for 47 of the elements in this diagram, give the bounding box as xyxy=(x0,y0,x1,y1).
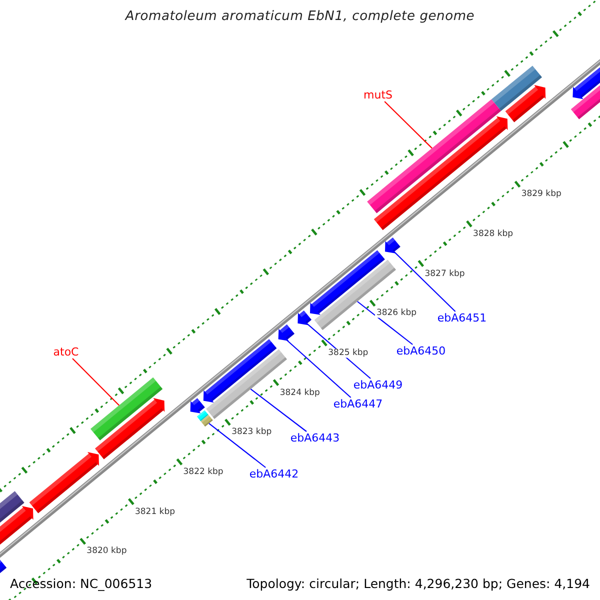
map-title: Aromatoleum aromaticum EbN1, complete genome xyxy=(124,9,476,24)
gene-label: atoC xyxy=(53,346,79,358)
position-label: 3829 kbp xyxy=(520,190,562,199)
gene-feature xyxy=(200,414,213,427)
gene-feature xyxy=(90,377,163,440)
gene-feature xyxy=(0,560,7,576)
gene-label: ebA6449 xyxy=(353,380,403,390)
gene-feature xyxy=(492,66,542,111)
gene-feature xyxy=(203,339,277,403)
gene-feature xyxy=(505,85,546,122)
position-label: 3820 kbp xyxy=(86,547,128,556)
gene-feature xyxy=(196,410,208,422)
gene-feature xyxy=(374,116,508,230)
gene-feature xyxy=(278,324,294,341)
gene-label: ebA6450 xyxy=(396,346,446,356)
leader-line xyxy=(357,301,413,345)
position-label: 3827 kbp xyxy=(424,269,466,278)
gene-label: ebA6442 xyxy=(249,468,299,480)
gene-label: mutS xyxy=(364,90,392,100)
position-label: 3826 kbp xyxy=(375,309,418,318)
leader-line xyxy=(72,358,120,406)
leader-line xyxy=(208,422,266,468)
gene-feature xyxy=(0,506,34,545)
gene-label: ebA6443 xyxy=(290,432,340,444)
gene-feature xyxy=(367,99,502,214)
leader-line xyxy=(394,251,456,312)
leader-line xyxy=(384,101,432,149)
position-label: 3821 kbp xyxy=(134,508,176,516)
position-label: 3824 kbp xyxy=(278,388,321,397)
gene-feature xyxy=(298,310,312,326)
position-label: 3825 kbp xyxy=(327,348,370,358)
gene-feature xyxy=(572,67,600,100)
gene-feature xyxy=(95,398,165,460)
gene-feature xyxy=(314,260,396,330)
genome-summary-text: Topology: circular; Length: 4,296,230 bp; Genes: 4,194 xyxy=(246,578,590,590)
position-label: 3828 kbp xyxy=(472,230,514,238)
leader-line xyxy=(250,388,307,432)
gene-label: ebA6447 xyxy=(333,398,383,410)
position-label: 3822 kbp xyxy=(182,468,224,476)
gene-feature xyxy=(385,238,400,254)
accession-text: Accession: NC_006513 xyxy=(10,578,152,590)
gene-feature xyxy=(29,452,99,514)
gene-label: ebA6451 xyxy=(437,312,487,324)
position-label: 3823 kbp xyxy=(230,428,273,437)
gene-feature xyxy=(190,398,205,414)
gene-feature xyxy=(0,491,24,523)
leader-line xyxy=(286,340,352,398)
